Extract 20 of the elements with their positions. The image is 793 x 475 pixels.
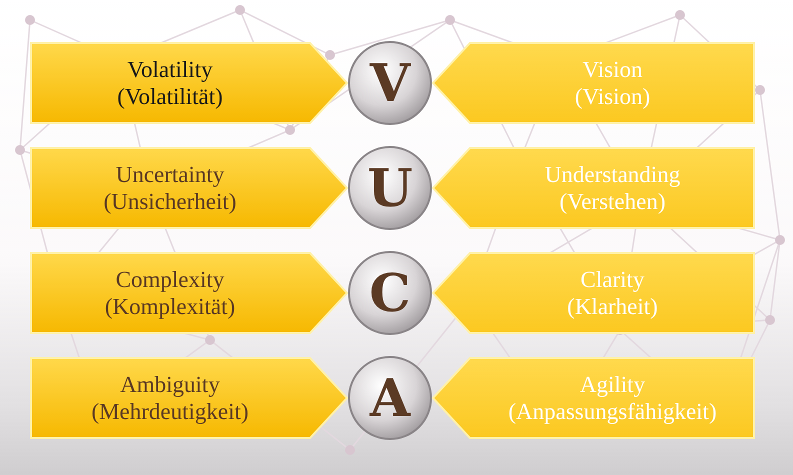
term-label: Complexity	[116, 266, 224, 293]
letter: U	[367, 158, 413, 218]
translation-label: (Vision)	[574, 83, 650, 110]
term-label: Clarity	[580, 266, 644, 293]
term-label: Uncertainty	[116, 161, 224, 188]
letter: V	[370, 52, 410, 114]
translation-label: (Komplexität)	[104, 293, 236, 320]
translation-label: (Verstehen)	[559, 188, 666, 215]
letter: C	[369, 262, 411, 324]
letter: A	[370, 368, 410, 428]
translation-label: (Unsicherheit)	[104, 188, 236, 215]
translation-label: (Volatilität)	[117, 83, 223, 110]
term-label: Volatility	[127, 56, 213, 83]
translation-label: (Mehrdeutigkeit)	[91, 398, 249, 425]
term-label: Vision	[582, 56, 642, 83]
translation-label: (Anpassungsfähigkeit)	[508, 398, 717, 425]
term-label: Understanding	[544, 161, 680, 188]
term-label: Ambiguity	[120, 371, 220, 398]
term-label: Agility	[580, 371, 646, 398]
translation-label: (Klarheit)	[567, 293, 658, 320]
